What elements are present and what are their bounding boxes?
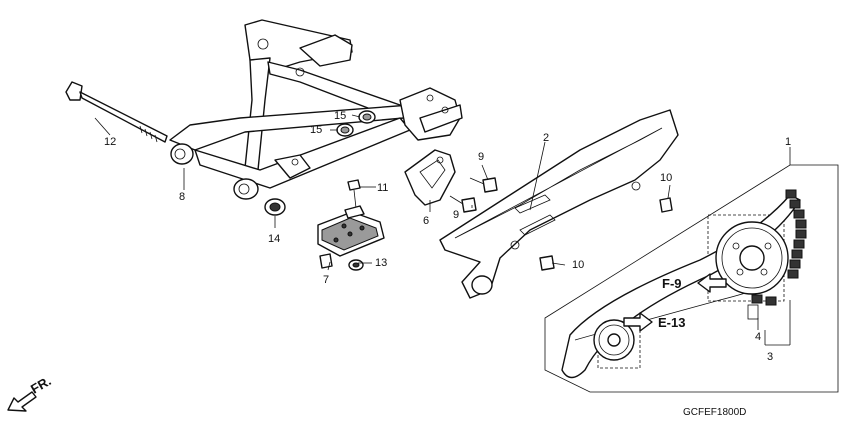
bolts-10	[539, 197, 673, 271]
pivot-bolt	[65, 81, 168, 143]
collar-14	[264, 198, 286, 216]
part-number-7: 7	[323, 274, 329, 286]
part-number-2: 2	[543, 132, 549, 144]
part-number-6: 6	[423, 215, 429, 227]
part-number-15a: 15	[334, 110, 346, 122]
part-number-9a: 9	[478, 151, 484, 163]
chain-links	[785, 189, 807, 279]
diagram-code: GCFEF1800D	[683, 407, 746, 418]
part-numbers: 1 2 3 4 6 7 8 9 9 10 10 11 12 13 14 15 1…	[104, 110, 791, 363]
part-number-4: 4	[755, 331, 761, 343]
ref-arrow-e13: E-13	[623, 312, 685, 332]
nut-13	[348, 259, 364, 271]
part-number-8: 8	[179, 191, 185, 203]
front-direction-arrow: FR.	[7, 373, 54, 412]
bolt-11	[347, 179, 361, 209]
bolts-9	[449, 177, 498, 213]
part-number-13: 13	[375, 257, 387, 269]
part-number-9b: 9	[453, 209, 459, 221]
drive-chain-kit	[544, 164, 839, 393]
rear-sprocket	[715, 221, 789, 295]
part-number-3: 3	[767, 351, 773, 363]
part-number-10a: 10	[660, 172, 672, 184]
chain-case	[439, 109, 679, 299]
nut-15	[336, 110, 376, 137]
part-number-11: 11	[377, 182, 388, 194]
swing-arm	[169, 19, 463, 200]
part-number-15b: 15	[310, 124, 322, 136]
ref-arrow-f9: F-9	[662, 273, 727, 293]
leader-lines	[94, 114, 791, 346]
ref-e13-label: E-13	[658, 315, 685, 330]
front-sprocket	[593, 319, 635, 361]
master-link	[747, 294, 777, 320]
part-number-10b: 10	[572, 259, 584, 271]
chain-guard-bracket	[404, 149, 456, 206]
part-number-14: 14	[268, 233, 280, 245]
chain-slider	[317, 205, 385, 269]
part-number-12: 12	[104, 136, 116, 148]
ref-f9-label: F-9	[662, 276, 682, 291]
part-number-1: 1	[785, 136, 791, 148]
